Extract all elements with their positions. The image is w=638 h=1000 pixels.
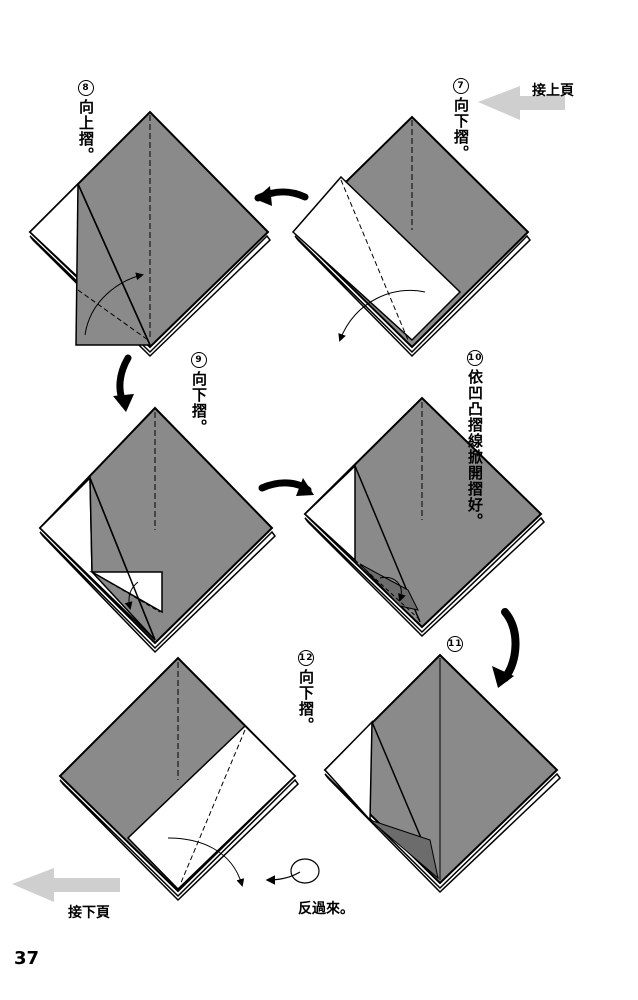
step-10-number: 10 (467, 350, 483, 366)
step-9-text: 向下摺。 (190, 371, 208, 435)
step-8-label: 8 向上摺。 (77, 80, 95, 163)
step-9-number: 9 (191, 352, 207, 368)
step-10-model (303, 396, 546, 638)
step-12-label: 12 向下摺。 (297, 650, 315, 733)
turn-over-icon (290, 858, 320, 884)
step-7-model (291, 115, 531, 358)
step-11-number: 11 (447, 636, 463, 652)
step-10-label: 10 依凹凸摺線掀開摺好。 (466, 350, 484, 529)
step-8-number: 8 (78, 80, 94, 96)
step-8-model (28, 110, 271, 358)
step-12-model (58, 656, 299, 902)
nav-arrow-next (12, 868, 120, 902)
step-10-text-line1-wrap: 10 依凹凸摺線 (466, 350, 484, 449)
step-9-label: 9 向下摺。 (190, 352, 208, 435)
step-12-text: 向下摺。 (297, 669, 315, 733)
step-12-number: 12 (298, 650, 314, 666)
turn-over-label: 反過來。 (298, 901, 354, 917)
step-7-label: 7 向下摺。 (452, 78, 470, 161)
nav-previous-label: 接上頁 (532, 83, 574, 99)
nav-arrow-previous (478, 86, 565, 120)
step-10-text-line2: 掀開摺好。 (466, 449, 484, 529)
page-number: 37 (14, 948, 40, 969)
step-7-text: 向下摺。 (452, 97, 470, 161)
step-11-model (323, 653, 562, 894)
step-9-model (38, 406, 276, 654)
flow-arrows (113, 186, 520, 885)
step-11-label: 11 (446, 636, 463, 655)
arrow-10-to-11 (501, 608, 520, 682)
nav-next-label: 接下頁 (68, 905, 110, 921)
step-7-number: 7 (453, 78, 469, 94)
step-8-text: 向上摺。 (77, 99, 95, 163)
step-10-text-line1: 依凹凸摺線 (466, 369, 484, 449)
arrow-turn-over (265, 871, 301, 885)
